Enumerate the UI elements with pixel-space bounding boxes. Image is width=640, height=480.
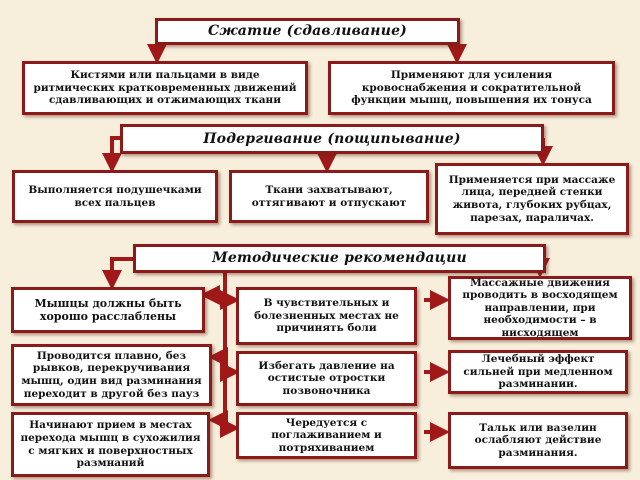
compression-technique-box: Кистями или пальцами в виде ритмических … bbox=[22, 61, 308, 115]
plucking-execution-box: Выполняется подушечками всех пальцев bbox=[12, 170, 218, 223]
recommendation-right-2: Лечебный эффект сильней при медленном ра… bbox=[448, 350, 628, 394]
recommendation-right-1: Массажные движения проводить в восходяще… bbox=[448, 276, 632, 340]
plucking-application-box: Применяется при массаже лица, передней с… bbox=[435, 163, 629, 235]
arrow-s2-left bbox=[102, 136, 122, 173]
header-plucking: Подергивание (пощипывание) bbox=[120, 124, 544, 154]
recommendation-left-3: Начинают прием в местах перехода мышц в … bbox=[11, 412, 210, 477]
compression-purpose-box: Применяют для усиления кровоснабжения и … bbox=[328, 61, 615, 115]
recommendation-left-2: Проводится плавно, без рывков, перекручи… bbox=[11, 344, 212, 406]
recommendation-right-3: Тальк или вазелин ослабляют действие раз… bbox=[448, 412, 628, 469]
recommendation-center-2: Избегать давление на остистые отростки п… bbox=[236, 351, 417, 406]
recommendation-center-3: Чередуется с поглаживанием и потряхивани… bbox=[236, 412, 417, 459]
recommendation-center-1: В чувствительных и болезненных местах не… bbox=[236, 287, 417, 345]
arrow-s3-left bbox=[102, 257, 133, 290]
recommendation-left-1: Мышцы должны быть хорошо расслаблены bbox=[11, 287, 205, 333]
plucking-action-box: Ткани захватывают, оттягивают и отпускаю… bbox=[229, 170, 429, 223]
header-recommendations: Методические рекомендации bbox=[133, 244, 546, 273]
header-compression: Сжатие (сдавливание) bbox=[155, 18, 460, 45]
